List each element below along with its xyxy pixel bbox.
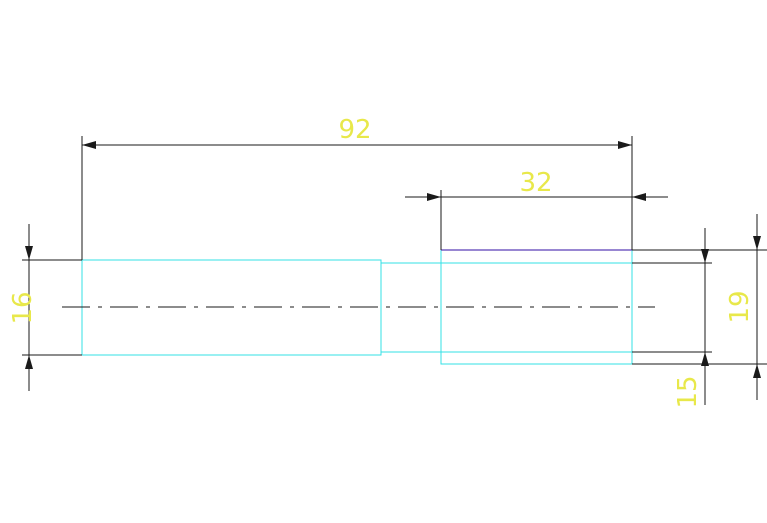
dimension-right-inner-diameter bbox=[632, 228, 712, 405]
dimension-text-overall: 92 bbox=[338, 115, 371, 145]
dimension-overall-length bbox=[81, 136, 633, 260]
dimension-text-right-inner-diameter: 15 bbox=[673, 375, 703, 408]
dimension-right-section bbox=[405, 190, 668, 250]
dimension-text-right-outer-diameter: 19 bbox=[725, 290, 755, 323]
dimension-text-left-diameter: 16 bbox=[8, 291, 38, 324]
dimension-text-right-section: 32 bbox=[519, 168, 552, 198]
part-outline bbox=[81, 249, 633, 365]
dimension-right-outer-diameter bbox=[632, 214, 767, 400]
dimension-left-diameter bbox=[22, 224, 82, 391]
